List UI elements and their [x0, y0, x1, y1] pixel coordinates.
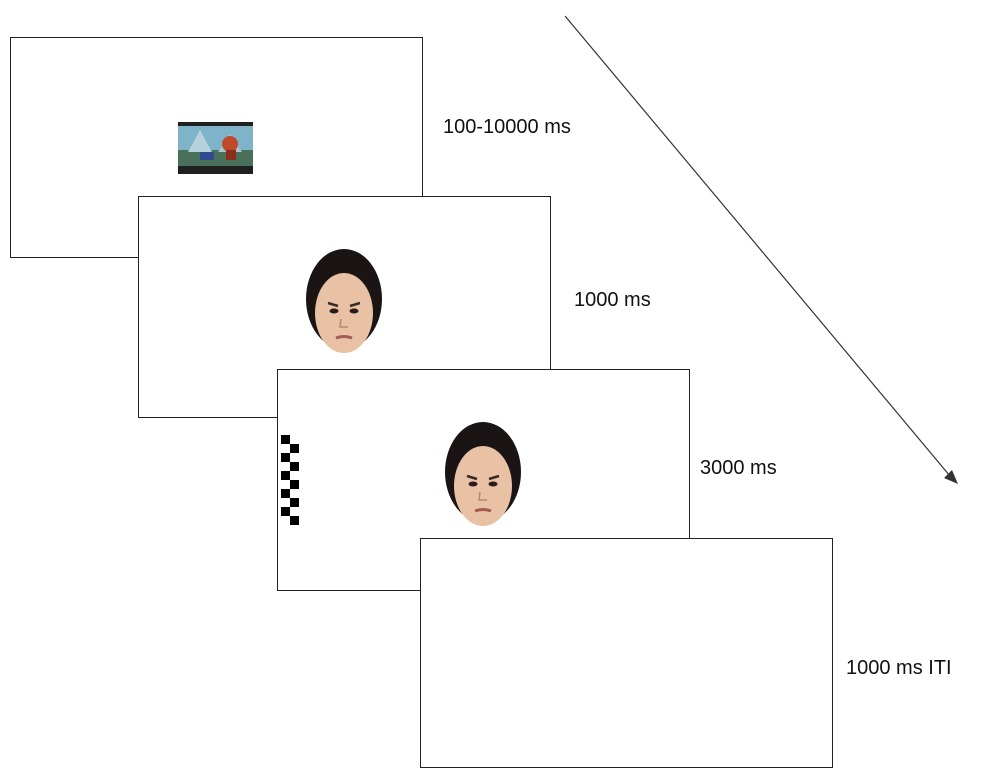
face-icon: [306, 249, 382, 353]
trial-frame-4: [420, 538, 833, 768]
scene-image: [178, 122, 253, 174]
checkerboard-icon: [281, 435, 299, 525]
duration-label-2: 1000 ms: [574, 289, 651, 311]
face-icon: [445, 422, 521, 526]
duration-label-3: 3000 ms: [700, 457, 777, 479]
duration-label-4: 1000 ms ITI: [846, 657, 952, 679]
duration-label-1: 100-10000 ms: [443, 116, 571, 138]
